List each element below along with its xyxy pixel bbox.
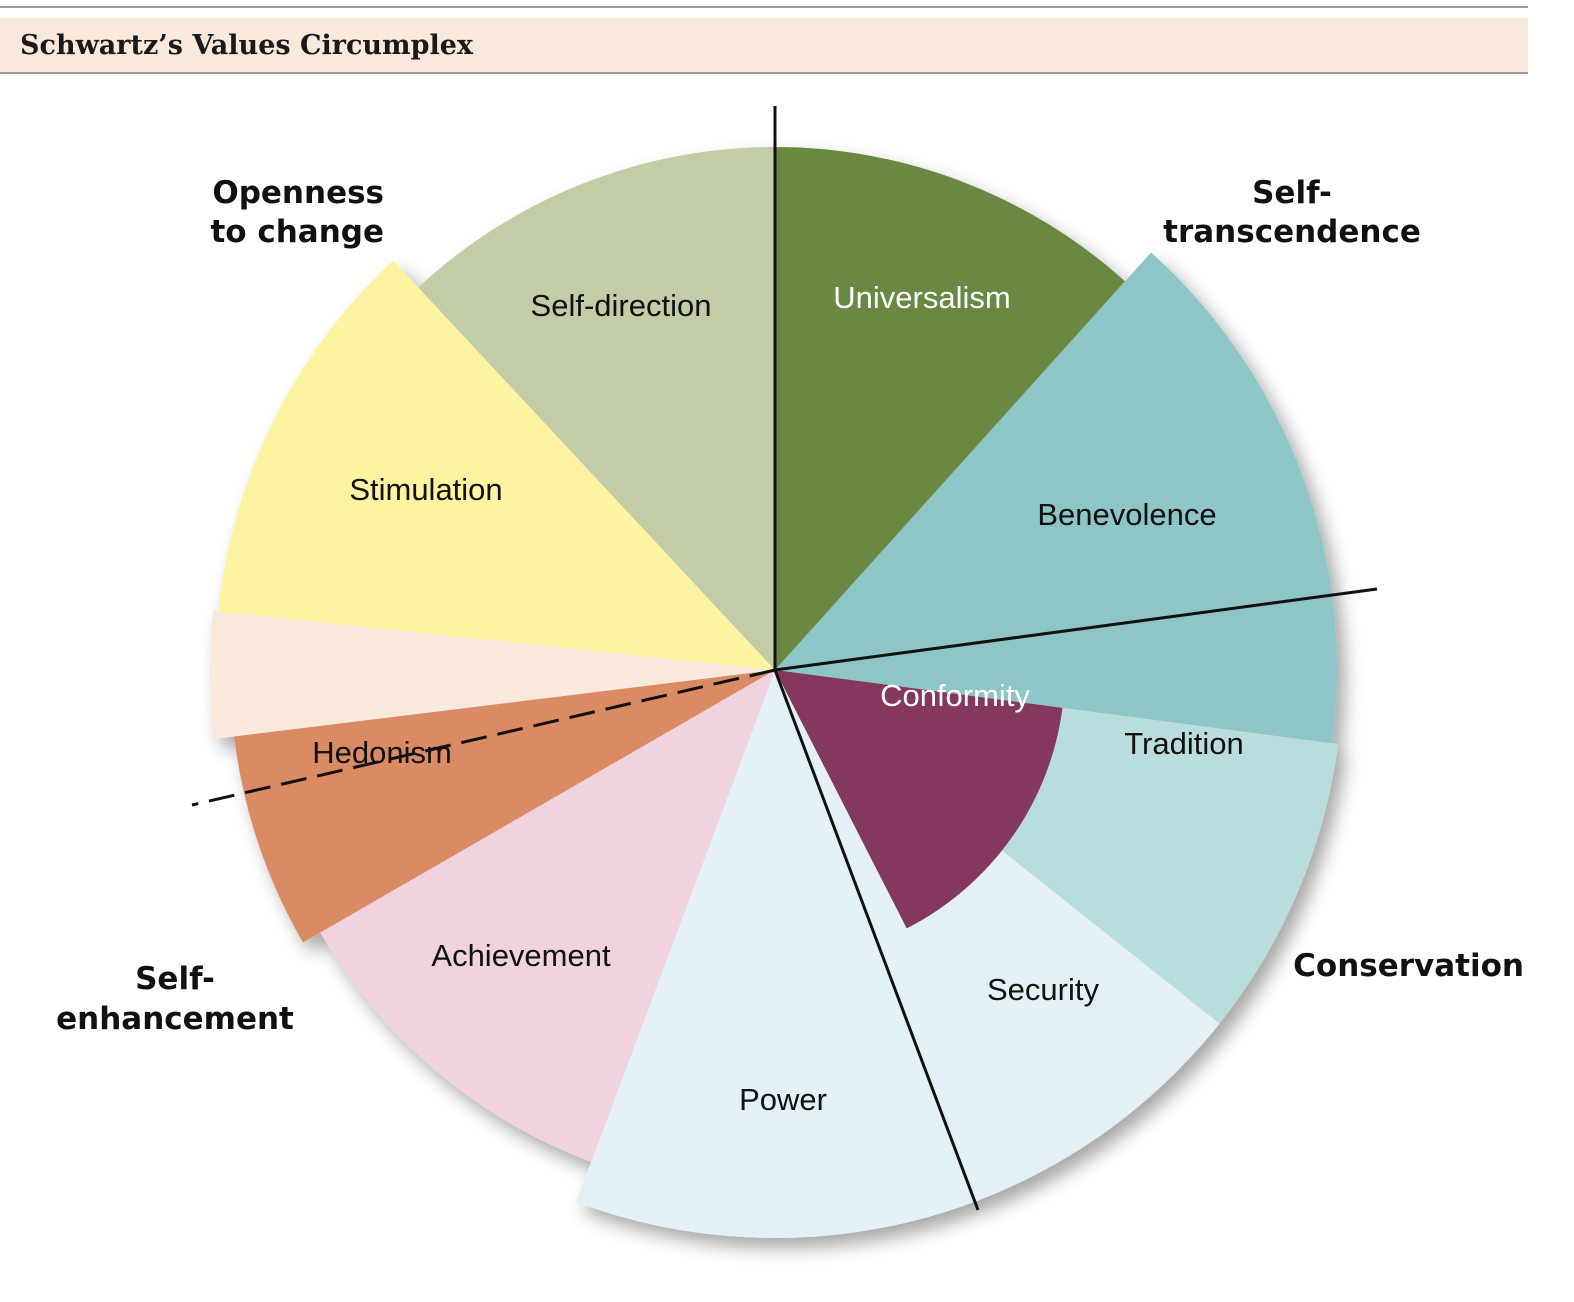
label-self-direction: Self-direction: [531, 288, 712, 323]
label-stimulation: Stimulation: [349, 472, 502, 507]
slice-hedonism: [209, 610, 776, 739]
figure-title: Schwartz’s Values Circumplex: [20, 30, 473, 61]
group-conservation: Conservation: [1293, 948, 1524, 984]
group-self-enhancement: Self- enhancement: [56, 961, 294, 1037]
label-conformity: Conformity: [880, 678, 1030, 713]
label-tradition: Tradition: [1124, 726, 1243, 761]
title-band: [0, 18, 1528, 72]
label-power: Power: [739, 1082, 827, 1117]
figure-header: Schwartz’s Values Circumplex: [0, 6, 1528, 74]
group-label-line: Conservation: [1293, 948, 1524, 984]
group-label-line: enhancement: [56, 1001, 294, 1037]
slice-achievement: [234, 670, 776, 943]
label-security: Security: [987, 972, 1099, 1007]
dimension-dividers: [191, 106, 1378, 1211]
group-openness-to-change: Openness to change: [210, 175, 384, 250]
slice-security: [576, 670, 1220, 1238]
group-label-line: Self-: [135, 961, 215, 997]
slice-power: [320, 670, 775, 1162]
slice-stimulation: [218, 260, 776, 670]
slice-benevolence: [775, 252, 1338, 744]
slice-self-direction: [418, 147, 775, 670]
slice-conformity: [775, 670, 1063, 929]
group-label-line: transcendence: [1163, 214, 1421, 250]
slice-universalism: [775, 147, 1125, 670]
label-universalism: Universalism: [833, 280, 1010, 315]
group-label-line: to change: [210, 214, 384, 250]
label-benevolence: Benevolence: [1037, 497, 1216, 532]
group-self-transcendence: Self- transcendence: [1163, 175, 1421, 250]
divider-conservation-boundary: [774, 587, 1378, 672]
group-label-line: Self-: [1252, 175, 1332, 211]
divider-security-power: [773, 669, 980, 1211]
pie-slices: [209, 147, 1339, 1238]
label-achievement: Achievement: [431, 938, 611, 973]
divider-hedonism-dashed: [191, 668, 776, 807]
group-label-line: Openness: [212, 175, 384, 211]
label-hedonism: Hedonism: [312, 735, 452, 770]
